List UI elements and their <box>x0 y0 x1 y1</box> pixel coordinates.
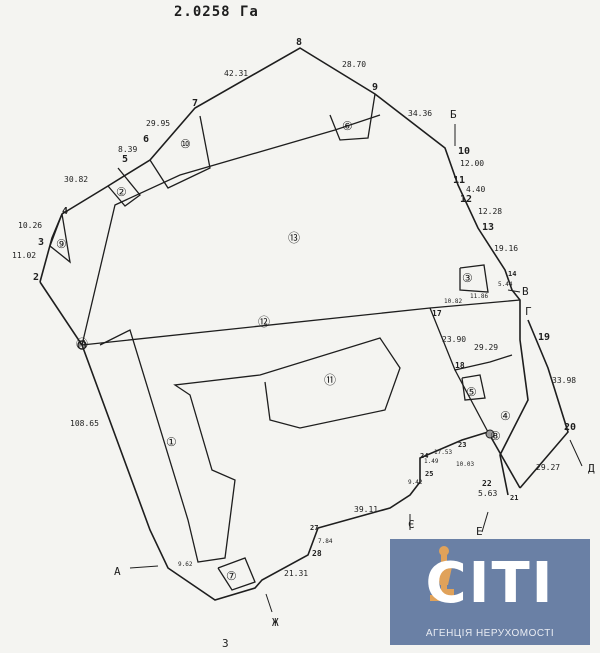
logo-tagline: АГЕНЦІЯ НЕРУХОМОСТІ <box>425 628 555 639</box>
segment-length: 29.29 <box>474 343 498 352</box>
corner-point: 9 <box>372 82 378 93</box>
neighbor-letter: З <box>222 637 229 650</box>
logo-text: CITI <box>425 551 555 616</box>
segment-length: 5.63 <box>478 489 497 498</box>
neighbor-letter: Г <box>525 305 532 318</box>
corner-point: 23 <box>458 441 466 449</box>
corner-point: 18 <box>455 361 465 370</box>
corner-point: 17 <box>432 309 442 318</box>
corner-point: 22 <box>482 479 492 488</box>
segment-length: 11.86 <box>470 293 488 300</box>
parcel-id: ⑬ <box>288 231 300 245</box>
internal-boundaries <box>49 93 521 591</box>
parcel-id: ⑫ <box>258 315 270 329</box>
segment-length: 10.82 <box>444 298 462 305</box>
plot-area-title: 2.0258 Га <box>174 4 259 20</box>
segment-length: 39.11 <box>354 505 378 514</box>
corner-point: 13 <box>482 222 494 233</box>
parcel-id: ① <box>166 435 177 449</box>
station-marker <box>77 340 87 350</box>
corner-point: 8 <box>296 37 302 48</box>
segment-length: 21.31 <box>284 569 308 578</box>
neighbor-letter: Д <box>588 462 595 475</box>
segment-length: 4.40 <box>466 185 485 194</box>
plot-boundary <box>39 47 569 601</box>
corner-point: 3 <box>38 237 44 248</box>
parcel-id: ⑤ <box>466 385 477 399</box>
neighbor-letter: Б <box>450 108 457 121</box>
neighbor-letter: Ж <box>272 616 279 629</box>
corner-point: 7 <box>192 98 198 109</box>
segment-length: 1.49 <box>424 458 439 465</box>
corner-point: 6 <box>143 134 149 145</box>
segment-length: 9.42 <box>408 479 423 486</box>
parcel-id: ⑪ <box>324 373 336 387</box>
corner-point: 28 <box>312 549 322 558</box>
segment-length: 30.82 <box>64 175 88 184</box>
corner-point: 2 <box>33 272 39 283</box>
corner-point: 20 <box>564 422 576 433</box>
neighbor-letter: А <box>114 565 121 578</box>
parcel-id: ⑩ <box>180 137 191 151</box>
segment-length: 10.26 <box>18 221 42 230</box>
segment-length: 17.53 <box>434 449 452 456</box>
statue-icon <box>430 546 458 601</box>
corner-point: 10 <box>458 146 470 157</box>
segment-length: 29.95 <box>146 119 170 128</box>
segment-length: 33.98 <box>552 376 576 385</box>
corner-point: 4 <box>62 206 68 217</box>
agency-logo: CITI АГЕНЦІЯ НЕРУХОМОСТІ <box>390 539 590 645</box>
segment-length: 19.16 <box>494 244 518 253</box>
segment-length: 29.27 <box>536 463 560 472</box>
segment-length: 23.90 <box>442 335 466 344</box>
segment-length: 7.84 <box>318 538 333 545</box>
parcel-id: ⑭ <box>76 337 88 351</box>
corner-point: 11 <box>453 175 465 186</box>
segment-length: 34.36 <box>408 109 432 118</box>
segment-length: 10.03 <box>456 461 474 468</box>
corner-point: 21 <box>510 494 518 502</box>
segment-length: 42.31 <box>224 69 248 78</box>
segment-length: 12.28 <box>478 207 502 216</box>
parcel-id: ⑥ <box>342 119 353 133</box>
segment-length: 28.70 <box>342 60 366 69</box>
neighbor-letter: Є <box>408 518 415 531</box>
segment-length: 12.00 <box>460 159 484 168</box>
segment-length: 11.02 <box>12 251 36 260</box>
parcel-id: ⑦ <box>226 569 237 583</box>
neighbor-letter: Е <box>476 525 483 538</box>
corner-point: 14 <box>508 270 516 278</box>
parcel-id: ⑧ <box>490 429 501 443</box>
corner-point: 25 <box>425 470 433 478</box>
segment-length: 8.39 <box>118 145 137 154</box>
neighbor-letter: В <box>522 285 529 298</box>
parcel-id: ③ <box>462 271 473 285</box>
corner-point: 19 <box>538 332 550 343</box>
segment-length: 108.65 <box>70 419 99 428</box>
corner-point: 27 <box>310 524 318 532</box>
station-marker <box>485 429 495 439</box>
corner-point: 5 <box>122 154 128 165</box>
parcel-id: ⑨ <box>56 237 67 251</box>
parcel-id: ④ <box>500 409 511 423</box>
parcel-id: ② <box>116 185 127 199</box>
neighbor-arrows <box>129 124 583 613</box>
segment-length: 5.44 <box>498 281 513 288</box>
corner-point: 24 <box>420 452 428 460</box>
corner-point: 12 <box>460 194 472 205</box>
segment-length: 9.62 <box>178 561 193 568</box>
